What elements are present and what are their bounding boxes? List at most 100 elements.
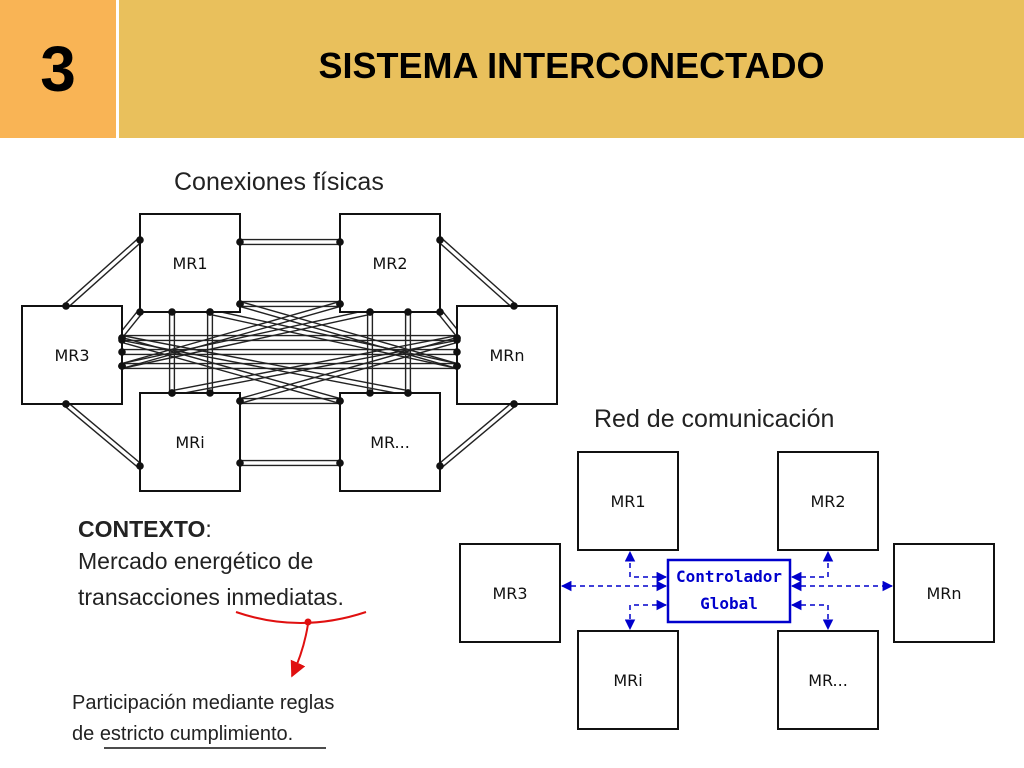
connection-dot [336,238,344,246]
connection-dot [236,238,244,246]
connection-dot [206,389,214,397]
connection-dot [366,389,374,397]
connection-dot [336,300,344,308]
communication-network-title: Red de comunicación [594,405,835,433]
connection-dot [404,308,412,316]
comm-label-mrn: MRn [926,584,961,603]
physical-link-line [67,241,143,309]
connection-dot [136,462,144,470]
phys-node-mr1 [139,213,241,313]
connection-dot [436,462,444,470]
comm-label-mri: MRi [613,671,642,690]
connection-dot [510,302,518,310]
connection-dot [118,334,126,342]
participation-line-2: de estricto cumplimiento. [72,723,294,745]
controller-label-line1: Controlador [676,567,782,586]
annotation-dot [304,618,312,626]
comm-node-mr3 [459,543,561,643]
connection-dot [118,362,126,370]
physical-node-labels: MR1 MR2 MR3 MRn MRi MR... [54,254,524,452]
physical-link-line [67,401,142,465]
connection-dot [453,362,461,370]
context-heading: CONTEXTO: [78,516,212,542]
comm-node-mrdots [777,630,879,730]
connection-dot [118,348,126,356]
comm-label-mr2: MR2 [810,492,845,511]
slide-number: 3 [0,0,116,138]
comm-node-mr2 [777,451,879,551]
connection-dot [62,400,70,408]
connection-dot [168,308,176,316]
link-mr1-controller [624,550,668,583]
phys-label-mr3: MR3 [54,346,89,365]
connection-dot [436,236,444,244]
connection-dot [136,308,144,316]
physical-link-line [122,334,409,392]
physical-link-line [441,237,517,305]
comm-node-mr1 [577,451,679,551]
physical-links [63,237,517,469]
communication-node-labels: MR1 MR2 MR3 MRn MRi MR... [492,492,961,690]
connection-dot [206,308,214,316]
physical-link-line [438,401,513,465]
physical-link-line [240,341,458,404]
participation-line-1: Participación mediante reglas [72,692,335,714]
phys-label-mr1: MR1 [172,254,207,273]
physical-link-line [239,305,457,369]
link-mri-controller [624,599,668,631]
physical-link-line [209,313,457,370]
physical-link-line [441,405,516,469]
annotation-arrow [290,623,309,678]
connection-dot [510,400,518,408]
phys-node-mrn [456,305,558,405]
physical-link-line [63,237,139,305]
connection-dot [236,397,244,405]
phys-node-mrdots [339,392,441,492]
connection-dot [236,459,244,467]
global-controller-box [666,558,792,624]
connection-dot [453,334,461,342]
connection-dot [404,389,412,397]
communication-nodes [459,451,995,730]
comm-node-mri [577,630,679,730]
physical-link-line [171,334,457,392]
connection-dot [336,397,344,405]
controller-label-line2: Global [700,594,758,613]
physical-link-line [122,305,341,369]
physical-link-line [210,308,458,365]
physical-link-line [240,301,458,365]
context-line-1: Mercado energético de [78,548,314,574]
physical-link-line [121,339,408,397]
underline-inmediatas [235,611,367,624]
connection-dot [453,348,461,356]
link-mr2-controller [790,550,834,583]
connection-dot [236,300,244,308]
physical-link-line [121,308,370,365]
phys-label-mri: MRi [175,433,204,452]
physical-link-line [122,313,371,370]
physical-link-line [121,301,340,365]
connection-dot [168,389,176,397]
phys-node-mr3 [21,305,123,405]
physical-link-line [437,241,513,309]
connection-dot [62,302,70,310]
communication-links [560,550,894,631]
phys-label-mrdots: MR... [370,433,410,452]
physical-link-line [121,341,340,404]
context-line-2: transacciones inmediatas. [78,584,344,610]
comm-node-mrn [893,543,995,643]
phys-label-mrn: MRn [489,346,524,365]
connection-dot [436,308,444,316]
physical-connection-dots [62,236,518,470]
phys-node-mri [139,392,241,492]
physical-link-line [64,405,139,469]
comm-label-mr3: MR3 [492,584,527,603]
physical-connections-title: Conexiones físicas [174,168,384,196]
header-bar: SISTEMA INTERCONECTADO [119,0,1024,138]
phys-label-mr2: MR2 [372,254,407,273]
physical-link-line [172,339,458,397]
comm-label-mrdots: MR... [808,671,848,690]
comm-label-mr1: MR1 [610,492,645,511]
link-mrdots-controller [790,599,834,631]
physical-nodes [21,213,558,492]
